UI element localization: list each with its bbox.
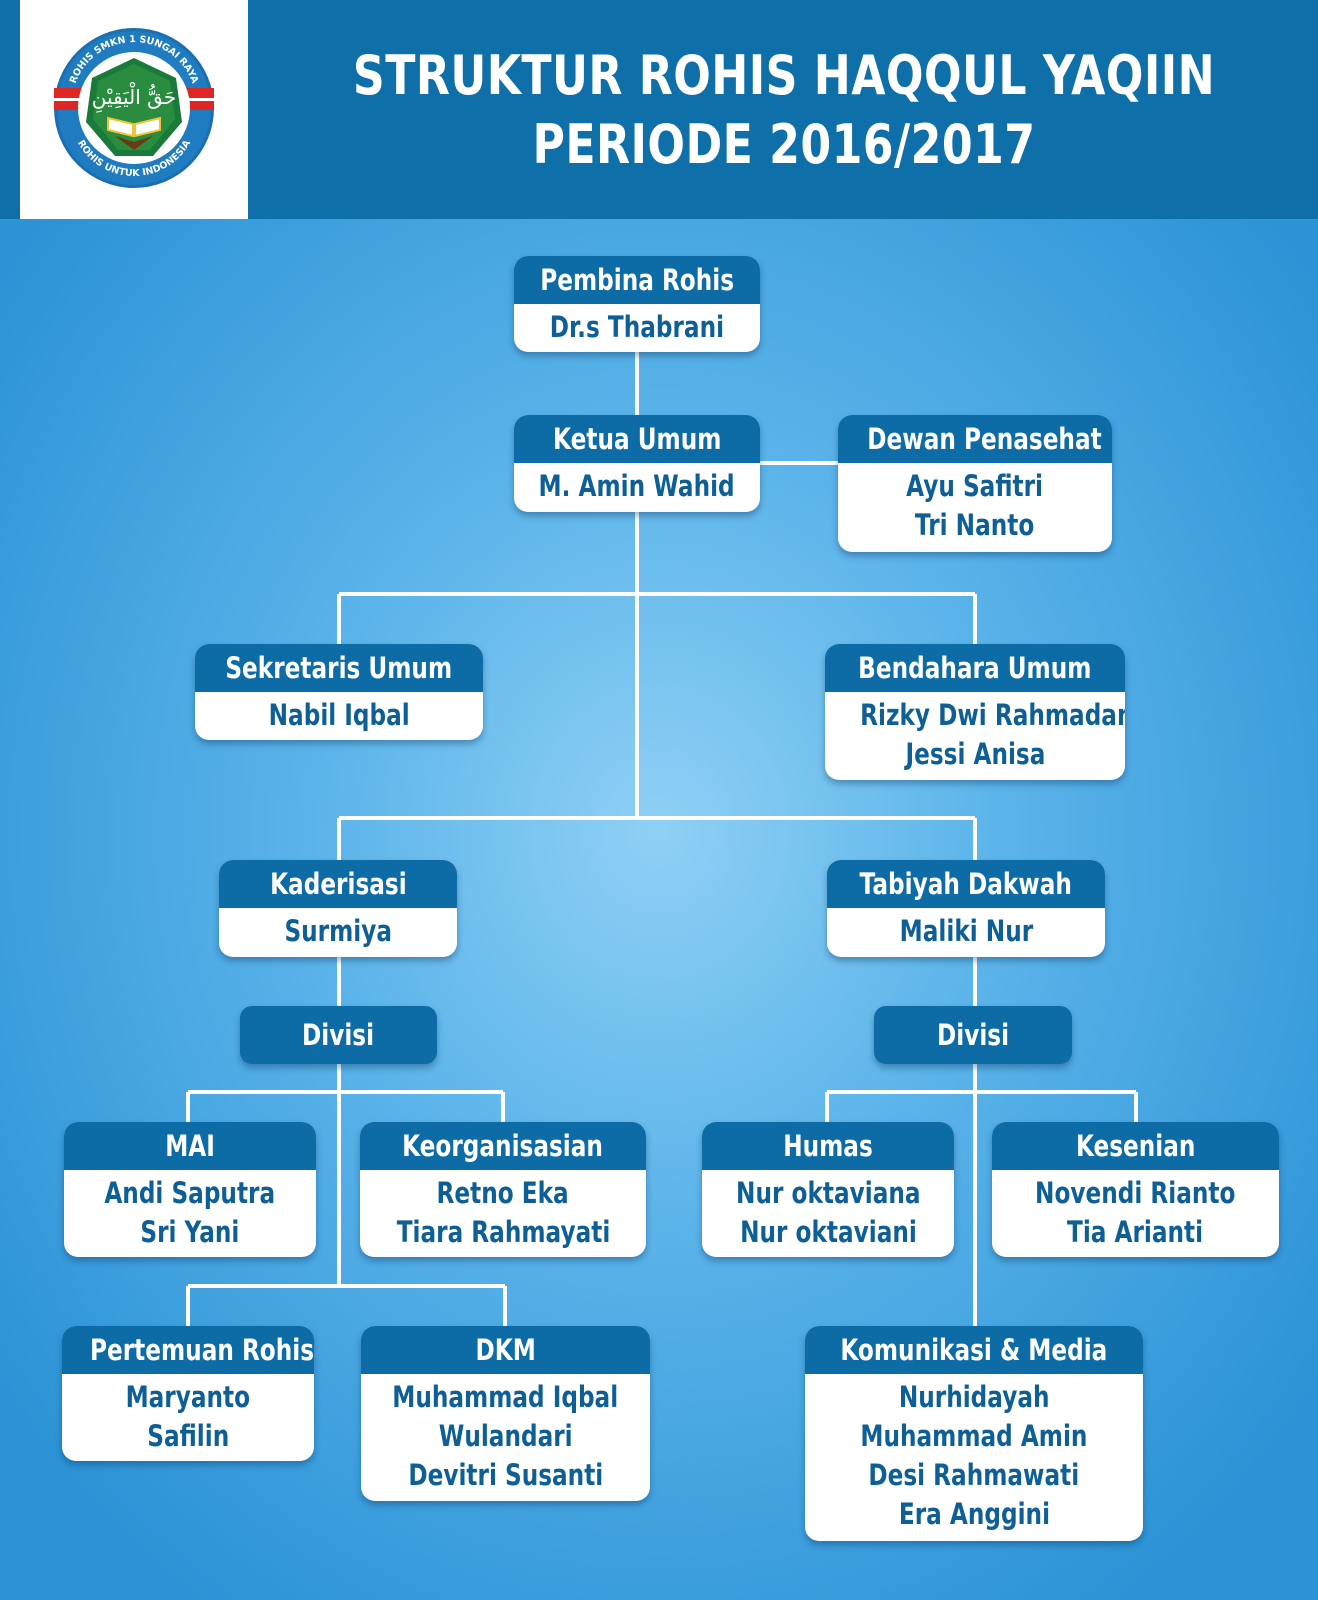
node-role: Keorganisasian <box>402 1129 604 1163</box>
node-name: Wulandari <box>438 1419 573 1453</box>
node-name: Jessi Anisa <box>905 737 1045 771</box>
node-role: Dewan Penasehat <box>867 422 1102 456</box>
node-name: Safilin <box>146 1419 229 1453</box>
node-pembina-rohis: Pembina Rohis Dr.s Thabrani <box>514 256 760 352</box>
node-kaderisasi: Kaderisasi Surmiya <box>219 860 457 957</box>
node-role: Kaderisasi <box>269 867 407 901</box>
divisi-right: Divisi <box>874 1006 1072 1064</box>
node-komunikasi-media: Komunikasi & Media Nurhidayah Muhammad A… <box>805 1326 1143 1541</box>
node-tabiyah-dakwah: Tabiyah Dakwah Maliki Nur <box>827 860 1105 957</box>
node-name: Tri Nanto <box>915 508 1035 542</box>
node-pertemuan-rohis: Pertemuan Rohis Maryanto Safilin <box>62 1326 314 1461</box>
node-name: Nur oktaviana <box>735 1176 921 1210</box>
node-humas: Humas Nur oktaviana Nur oktaviani <box>702 1122 954 1257</box>
node-name: Ayu Safitri <box>906 469 1044 503</box>
logo-arabic-text: حَقُّ الْيَقِيْنِ <box>92 83 176 113</box>
node-name: Muhammad Iqbal <box>392 1380 619 1414</box>
node-name: M. Amin Wahid <box>538 469 736 503</box>
node-mai: MAI Andi Saputra Sri Yani <box>64 1122 316 1257</box>
book-icon <box>107 116 161 150</box>
node-sekretaris-umum: Sekretaris Umum Nabil Iqbal <box>195 644 483 740</box>
node-kesenian: Kesenian Novendi Rianto Tia Arianti <box>992 1122 1279 1257</box>
node-name: Desi Rahmawati <box>868 1458 1080 1492</box>
node-dewan-penasehat: Dewan Penasehat Ayu Safitri Tri Nanto <box>838 415 1112 552</box>
node-name: Novendi Rianto <box>1035 1176 1236 1210</box>
node-role: MAI <box>165 1129 215 1163</box>
node-name: Andi Saputra <box>104 1176 276 1210</box>
node-name: Sri Yani <box>140 1215 240 1249</box>
node-role: Pembina Rohis <box>540 263 734 297</box>
node-keorganisasian: Keorganisasian Retno Eka Tiara Rahmayati <box>360 1122 646 1257</box>
node-role: Bendahara Umum <box>858 651 1092 685</box>
node-bendahara-umum: Bendahara Umum Rizky Dwi Rahmadani Jessi… <box>825 644 1125 780</box>
node-role: Pertemuan Rohis <box>90 1333 314 1367</box>
node-role: Kesenian <box>1075 1129 1196 1163</box>
divisi-label: Divisi <box>302 1018 375 1052</box>
node-name: Devitri Susanti <box>408 1458 603 1492</box>
node-name: Dr.s Thabrani <box>549 310 725 344</box>
node-role: Komunikasi & Media <box>840 1333 1108 1367</box>
node-name: Maryanto <box>125 1380 251 1414</box>
header-banner: حَقُّ الْيَقِيْنِ ROHIS SMKN 1 SUNGAI RA… <box>0 0 1318 219</box>
node-role: Sekretaris Umum <box>225 651 453 685</box>
node-name: Muhammad Amin <box>860 1419 1088 1453</box>
node-name: Rizky Dwi Rahmadani <box>860 698 1125 732</box>
node-name: Nabil Iqbal <box>268 698 410 732</box>
node-ketua-umum: Ketua Umum M. Amin Wahid <box>514 415 760 512</box>
node-name: Maliki Nur <box>899 914 1033 948</box>
node-role: DKM <box>475 1333 536 1367</box>
divisi-label: Divisi <box>936 1018 1010 1052</box>
node-role: Humas <box>783 1129 873 1163</box>
node-role: Tabiyah Dakwah <box>859 867 1073 901</box>
node-name: Nur oktaviani <box>739 1215 917 1249</box>
node-dkm: DKM Muhammad Iqbal Wulandari Devitri Sus… <box>361 1326 650 1501</box>
logo-box: حَقُّ الْيَقِيْنِ ROHIS SMKN 1 SUNGAI RA… <box>20 0 248 219</box>
page-title: STRUKTUR ROHIS HAQQUL YAQIIN <box>352 44 1216 107</box>
node-name: Nurhidayah <box>898 1380 1050 1414</box>
rohis-logo: حَقُّ الْيَقِيْنِ ROHIS SMKN 1 SUNGAI RA… <box>54 28 214 188</box>
node-name: Retno Eka <box>436 1176 570 1210</box>
node-name: Era Anggini <box>898 1497 1050 1531</box>
node-name: Surmiya <box>284 914 392 948</box>
node-name: Tiara Rahmayati <box>396 1215 610 1249</box>
node-name: Tia Arianti <box>1067 1215 1204 1249</box>
divisi-left: Divisi <box>240 1006 437 1064</box>
page-subtitle: PERIODE 2016/2017 <box>532 113 1036 176</box>
node-role: Ketua Umum <box>552 422 722 456</box>
